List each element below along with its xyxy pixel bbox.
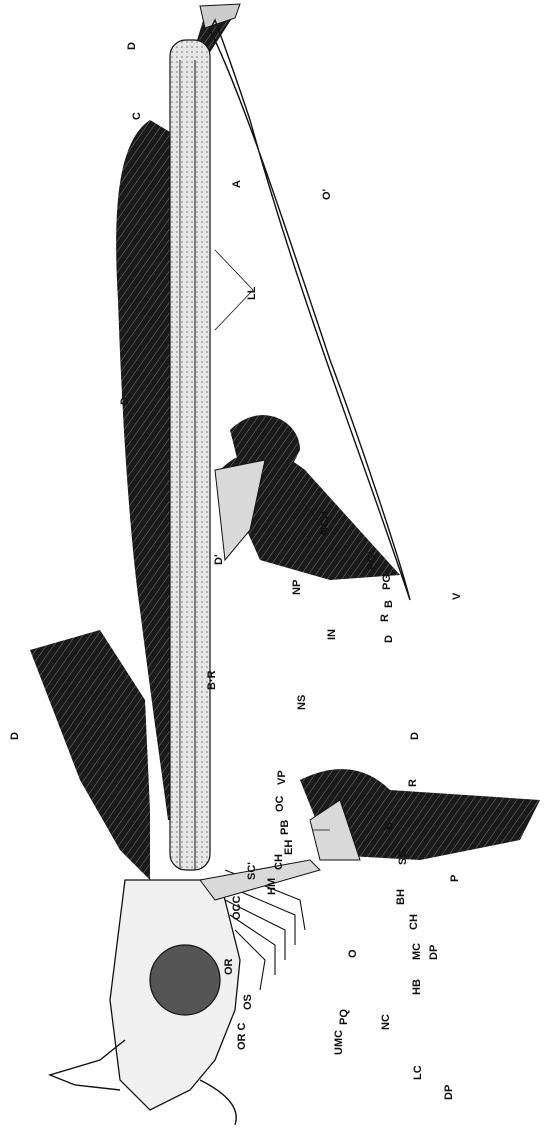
label-dp: DP	[428, 945, 440, 960]
label-hm: HM	[266, 878, 278, 895]
first-dorsal-fin	[30, 630, 150, 880]
label-ch-upper: CH	[273, 854, 285, 870]
label-pq: PQ	[338, 1009, 350, 1025]
label-c: C	[131, 112, 143, 120]
label-mc: MC	[411, 943, 423, 960]
label-nch: NCH	[319, 511, 331, 535]
label-a: A	[231, 180, 243, 188]
label-br: B·R	[206, 670, 218, 690]
label-vp: VP	[276, 770, 288, 785]
label-d-prime: D'	[213, 554, 225, 565]
label-eh: EH	[283, 840, 295, 855]
label-b-pectoral: B	[383, 822, 395, 830]
label-nc: NC	[380, 1014, 392, 1030]
label-d-pectoral: D	[409, 732, 421, 740]
upper-lip-cartilage	[50, 1040, 125, 1090]
label-bh: BH	[395, 889, 407, 905]
label-r-pectoral: R	[407, 779, 419, 787]
label-d-left: D	[9, 732, 21, 740]
label-d-mid: D	[119, 397, 131, 405]
label-ns: NS	[296, 695, 308, 710]
label-d-top: D	[126, 42, 138, 50]
label-o: O	[347, 949, 359, 958]
rostrum	[200, 1080, 236, 1125]
label-or: OR	[223, 958, 235, 975]
orbit	[150, 945, 220, 1015]
label-pg-prime: PG'	[366, 551, 378, 570]
label-r-pelvic: R	[379, 614, 391, 622]
label-sg: SG	[397, 849, 409, 865]
label-oc: OC	[274, 795, 286, 812]
label-b-pelvic: B	[383, 600, 395, 608]
label-umc: UMC	[333, 1030, 345, 1055]
label-ll: LL	[246, 286, 258, 300]
label-p: P	[449, 875, 461, 882]
label-d-pelvic: D	[383, 635, 395, 643]
label-dp-lower: DP	[443, 1085, 455, 1100]
label-pb: PB	[279, 820, 291, 835]
shoulder-girdle	[200, 860, 320, 900]
label-sc-prime: SC'	[246, 862, 258, 880]
label-o-prime: O'	[321, 188, 333, 200]
label-np: NP	[291, 580, 303, 595]
label-in: IN	[326, 629, 338, 640]
label-v: V	[451, 592, 463, 600]
label-or-c: OR C	[236, 1022, 248, 1050]
label-ch-lower: CH	[408, 914, 420, 930]
label-hb: HB	[411, 979, 423, 995]
label-occ: OCC	[231, 896, 243, 921]
label-lc: LC	[412, 1065, 424, 1080]
label-os: OS	[242, 994, 254, 1010]
label-pg: PG	[381, 574, 393, 590]
notochord	[170, 40, 210, 870]
